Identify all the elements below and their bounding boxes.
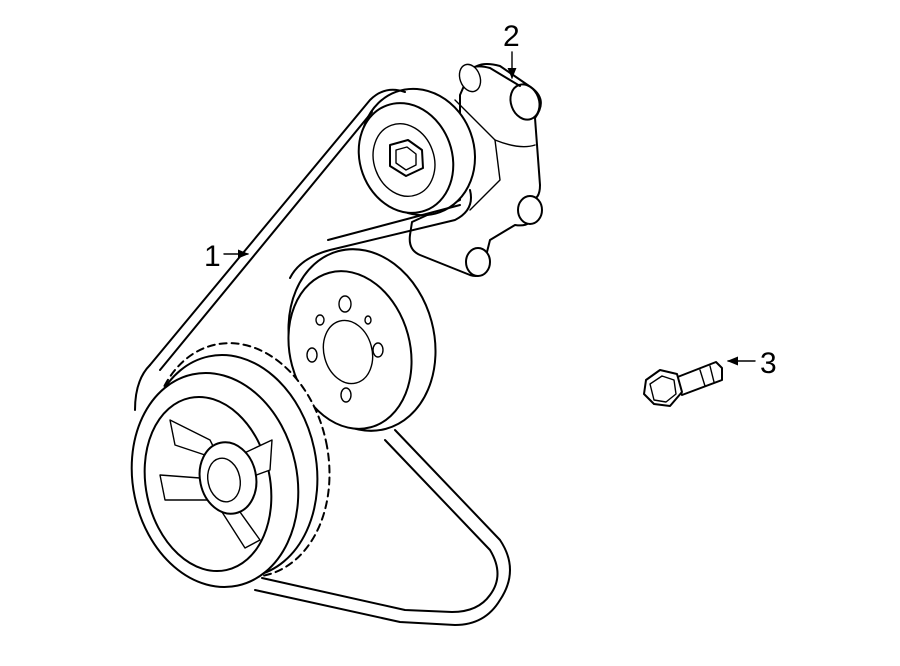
tensioner-lower-boss	[465, 247, 491, 277]
callout-label-2: 2	[503, 20, 520, 53]
water-pump-pulley	[287, 248, 437, 432]
callout-label-1: 1	[204, 240, 221, 273]
callout-1: 1	[204, 240, 250, 273]
callout-2: 2	[503, 20, 520, 80]
callout-3: 3	[726, 347, 777, 380]
tensioner-side-boss	[517, 195, 543, 225]
serpentine-belt	[134, 88, 511, 626]
crankshaft-pulley	[130, 342, 331, 589]
belt-tensioner	[357, 63, 543, 277]
tensioner-bolt	[643, 361, 723, 407]
callout-label-3: 3	[760, 347, 777, 380]
water-pump-pulley-face	[287, 270, 413, 430]
bolt-hex-head	[643, 369, 683, 407]
